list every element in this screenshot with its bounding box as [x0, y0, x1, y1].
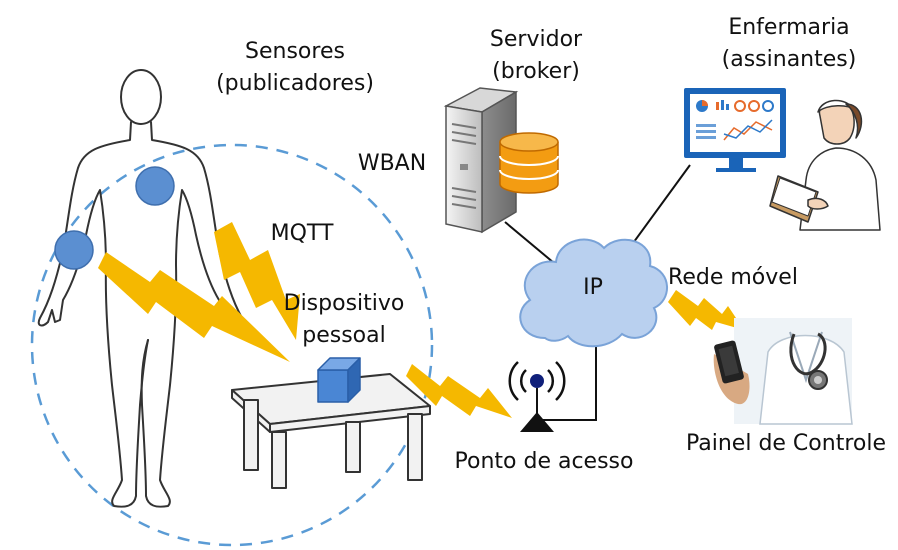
wban-label: WBAN	[358, 151, 426, 176]
nursing-label-line2: (assinantes)	[722, 47, 857, 72]
database-icon	[499, 132, 559, 194]
access-point-label: Ponto de acesso	[455, 449, 634, 474]
server-label-line1: Servidor	[490, 27, 583, 52]
wban-boundary	[30, 143, 434, 547]
mqtt-label: MQTT	[271, 221, 334, 246]
nurse-icon	[769, 99, 881, 231]
sensors-label-line1: Sensores	[245, 39, 345, 64]
cloud-icon	[519, 238, 668, 348]
doctor-phone-icon	[713, 318, 853, 425]
ip-label: IP	[583, 275, 603, 300]
network-links	[504, 164, 691, 421]
device-label-line1: Dispositivo	[284, 291, 405, 316]
server-label-line2: (broker)	[492, 59, 580, 84]
device-label-line2: pessoal	[302, 323, 385, 348]
nursing-label-line1: Enfermaria	[728, 15, 849, 40]
server-icon	[443, 87, 519, 234]
lightning-bolt-icon	[668, 290, 744, 330]
device-cube-icon	[317, 357, 361, 403]
mobile-network-label: Rede móvel	[668, 265, 798, 290]
lightning-bolt-icon	[98, 252, 290, 362]
sensor-node-icon	[54, 230, 94, 270]
lightning-bolt-icon	[406, 364, 512, 418]
monitor-icon	[684, 88, 786, 172]
sensors-label-line2: (publicadores)	[216, 71, 374, 96]
antenna-icon	[508, 361, 566, 432]
control-panel-label: Painel de Controle	[686, 431, 886, 456]
lightning-bolt-icon	[214, 222, 300, 340]
sensor-node-icon	[135, 166, 175, 206]
